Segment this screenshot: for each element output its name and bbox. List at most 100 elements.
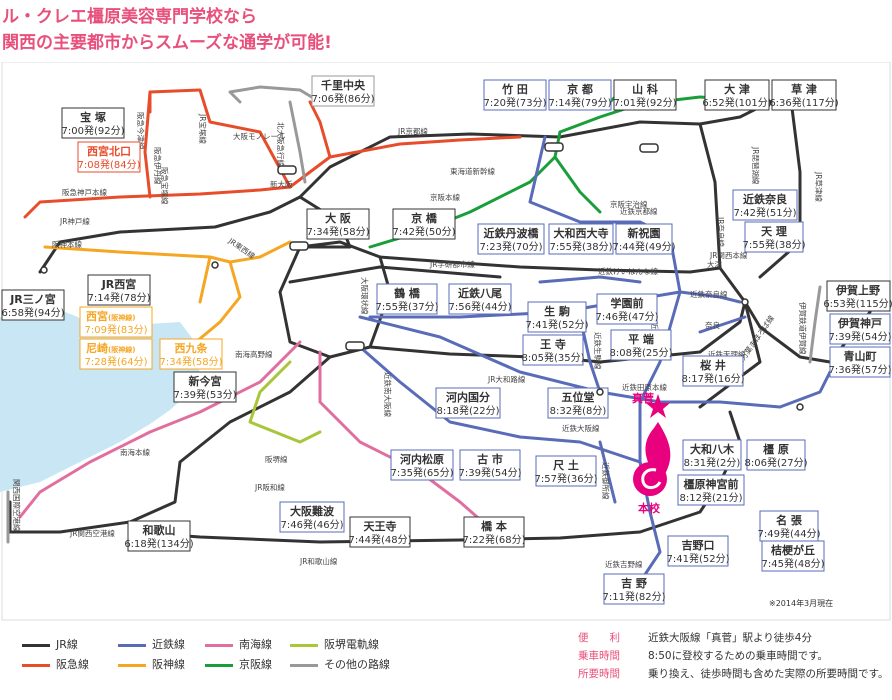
hankyu-senri-line: [308, 100, 332, 159]
legend-keihan: 京阪線: [205, 656, 272, 672]
info-value: 近鉄大阪線「真菅」駅より徒歩4分: [648, 632, 812, 644]
svg-text:京 橋: 京 橋: [411, 211, 438, 225]
legend-swatch: [118, 643, 146, 647]
date-note: ※2014年3月現在: [769, 599, 834, 608]
svg-text:大 津: 大 津: [724, 82, 750, 96]
svg-text:7:45発(48分): 7:45発(48分): [762, 557, 825, 570]
line-label: 東海道新幹線: [450, 166, 495, 176]
transfer-node: [345, 341, 365, 351]
hanshin-sub-line: [198, 255, 212, 304]
line-label: 近鉄南大阪線: [383, 372, 393, 417]
nankai-main-line: [18, 340, 302, 519]
svg-text:山 科: 山 科: [632, 82, 658, 96]
svg-text:吉 野: 吉 野: [621, 576, 647, 590]
line-label: 近鉄けいはんな線: [598, 266, 658, 276]
svg-text:7:56発(44分): 7:56発(44分): [449, 300, 512, 313]
kintetsu-minami-osaka-line: [358, 345, 642, 464]
jr-tozai-line: [288, 265, 502, 284]
legend-swatch: [205, 643, 233, 647]
jr-manyo-line: [698, 300, 762, 409]
legend-swatch: [205, 663, 233, 667]
svg-text:大阪難波: 大阪難波: [290, 504, 335, 518]
jr-kusatsu-line: [758, 90, 802, 279]
station-label: 竹 田7:20発(73分): [483, 79, 547, 111]
svg-text:7:20発(73分): 7:20発(73分): [484, 96, 547, 109]
legend-label: 南海線: [239, 638, 272, 651]
svg-text:河内松原: 河内松原: [400, 452, 444, 466]
svg-text:西九条: 西九条: [175, 341, 209, 355]
station-label: 大 津6:52発(101分): [702, 79, 772, 111]
line-label: 阪急宝塚線: [160, 167, 170, 205]
legend-label: 阪神線: [152, 658, 185, 671]
legend-label: その他の路線: [324, 658, 390, 671]
svg-text:尼崎(阪神線): 尼崎(阪神線): [86, 341, 135, 355]
info-key: 乗車時間: [578, 650, 620, 662]
svg-text:7:39発(53分): 7:39発(53分): [174, 388, 237, 401]
line-label: JR阪和線: [254, 482, 285, 492]
iga-railway-line: [808, 285, 822, 364]
svg-text:橿原神宮前: 橿原神宮前: [684, 477, 739, 491]
legend-jr: JR線: [22, 636, 78, 652]
svg-text:7:08発(84分): 7:08発(84分): [78, 158, 141, 171]
legend-swatch: [118, 663, 146, 667]
info-key: 所要時間: [578, 668, 620, 680]
line-label: JR京都線: [397, 126, 428, 136]
station-label: 古 市7:39発(54分): [459, 449, 522, 481]
station-label: 尼崎(阪神線)7:28発(64分): [79, 338, 153, 370]
svg-text:7:41発(52分): 7:41発(52分): [667, 552, 730, 565]
svg-text:天 理: 天 理: [761, 225, 787, 238]
line-label: 伊賀鉄道伊賀線: [798, 302, 808, 355]
info-key: 便 利: [578, 632, 620, 644]
svg-text:7:22発(68分): 7:22発(68分): [463, 533, 526, 546]
svg-text:7:39発(54分): 7:39発(54分): [459, 466, 522, 479]
svg-text:7:36発(57分): 7:36発(57分): [829, 363, 892, 376]
line-label: JR和歌山線: [299, 556, 338, 566]
line-label: 奈良: [705, 320, 720, 330]
svg-text:西宮(阪神線): 西宮(阪神線): [86, 309, 135, 323]
headline-line2: 関西の主要都市からスムーズな通学が可能!: [2, 33, 332, 53]
route-map: 阪急宝塚線 阪急今津線 阪急伊丹線 阪急神戸本線 JR宝塚線 JR京都線 大阪モ…: [0, 62, 892, 622]
info-row: 便 利 近鉄大阪線「真菅」駅より徒歩4分: [578, 630, 812, 645]
svg-text:7:01発(92分): 7:01発(92分): [614, 96, 677, 109]
svg-text:7:55発(38分): 7:55発(38分): [743, 238, 806, 251]
svg-text:大和西大寺: 大和西大寺: [554, 226, 609, 240]
line-label: 関西国際空港線: [12, 479, 22, 532]
svg-text:8:08発(25分): 8:08発(25分): [610, 346, 673, 359]
svg-text:7:34発(58分): 7:34発(58分): [160, 355, 223, 368]
svg-text:7:46発(47分): 7:46発(47分): [596, 310, 659, 323]
line-label: 近鉄奈良線: [690, 289, 728, 299]
legend-other: その他の路線: [290, 656, 390, 672]
svg-text:7:44発(49分): 7:44発(49分): [613, 240, 676, 253]
line-label: 近鉄生駒線: [593, 332, 603, 370]
school-marker: 真菅 本校: [632, 391, 671, 515]
svg-text:6:58発(94分): 6:58発(94分): [2, 306, 65, 319]
legend-hankai: 阪堺電軌線: [290, 636, 379, 652]
svg-text:五位堂: 五位堂: [562, 390, 595, 404]
svg-text:7:39発(54分): 7:39発(54分): [829, 330, 892, 343]
line-label: 南海本線: [120, 447, 150, 457]
star-icon: [646, 394, 670, 418]
line-label: JR宝塚線: [198, 113, 208, 144]
station-dot: [796, 403, 804, 411]
legend-hankyu: 阪急線: [22, 656, 89, 672]
legend-swatch: [290, 663, 318, 667]
svg-text:7:11発(82分): 7:11発(82分): [603, 590, 666, 603]
station-label: 西宮(阪神線)7:09発(83分): [79, 306, 153, 338]
nankai-koya-line: [318, 350, 502, 539]
jr-hanwa-line: [8, 355, 332, 534]
keihan-uji-line: [553, 155, 602, 214]
station-label: 京 橋7:42発(50分): [392, 208, 456, 240]
line-label: 阪急伊丹線: [153, 147, 163, 185]
